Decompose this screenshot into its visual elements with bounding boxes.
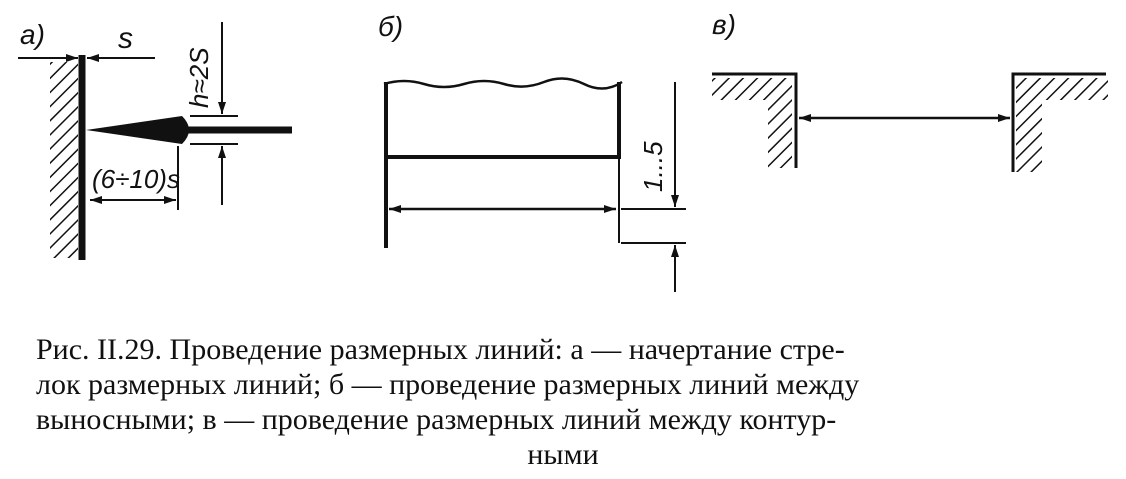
panel-a-wall-hatch (50, 62, 78, 258)
panel-v-left-hatch-side (768, 100, 792, 168)
panel-v-right-contour (1011, 72, 1106, 172)
panel-a: а) s h≈2S (6÷10)s (18, 19, 292, 260)
panel-b-break-line (383, 77, 623, 90)
panel-v-label: в) (712, 9, 736, 40)
panel-a-dim-h: h≈2S (184, 47, 214, 108)
panel-b-dim-gap: 1...5 (638, 141, 668, 192)
panel-b-label: б) (378, 11, 403, 42)
panel-a-arrowhead (86, 116, 182, 144)
panel-v-right-hatch-side (1016, 100, 1042, 172)
caption-line-2: лок размерных линий; б — проведение разм… (36, 368, 860, 401)
panel-a-dim-len: (6÷10)s (92, 164, 180, 194)
panel-b: б) 1...5 (378, 11, 686, 292)
panel-v-left-hatch-top (712, 78, 792, 100)
caption-line-4: ными (527, 438, 599, 471)
panel-a-label: а) (20, 19, 45, 50)
caption-line-3: выносными; в — проведение размерных лини… (36, 403, 837, 436)
panel-v-left-contour (712, 72, 798, 168)
caption-line-1: Рис. II.29. Проведение размерных линий: … (36, 333, 845, 366)
panel-a-dim-s: s (118, 22, 133, 55)
panel-v: в) (712, 9, 1108, 172)
panel-v-right-hatch-top (1016, 78, 1108, 100)
